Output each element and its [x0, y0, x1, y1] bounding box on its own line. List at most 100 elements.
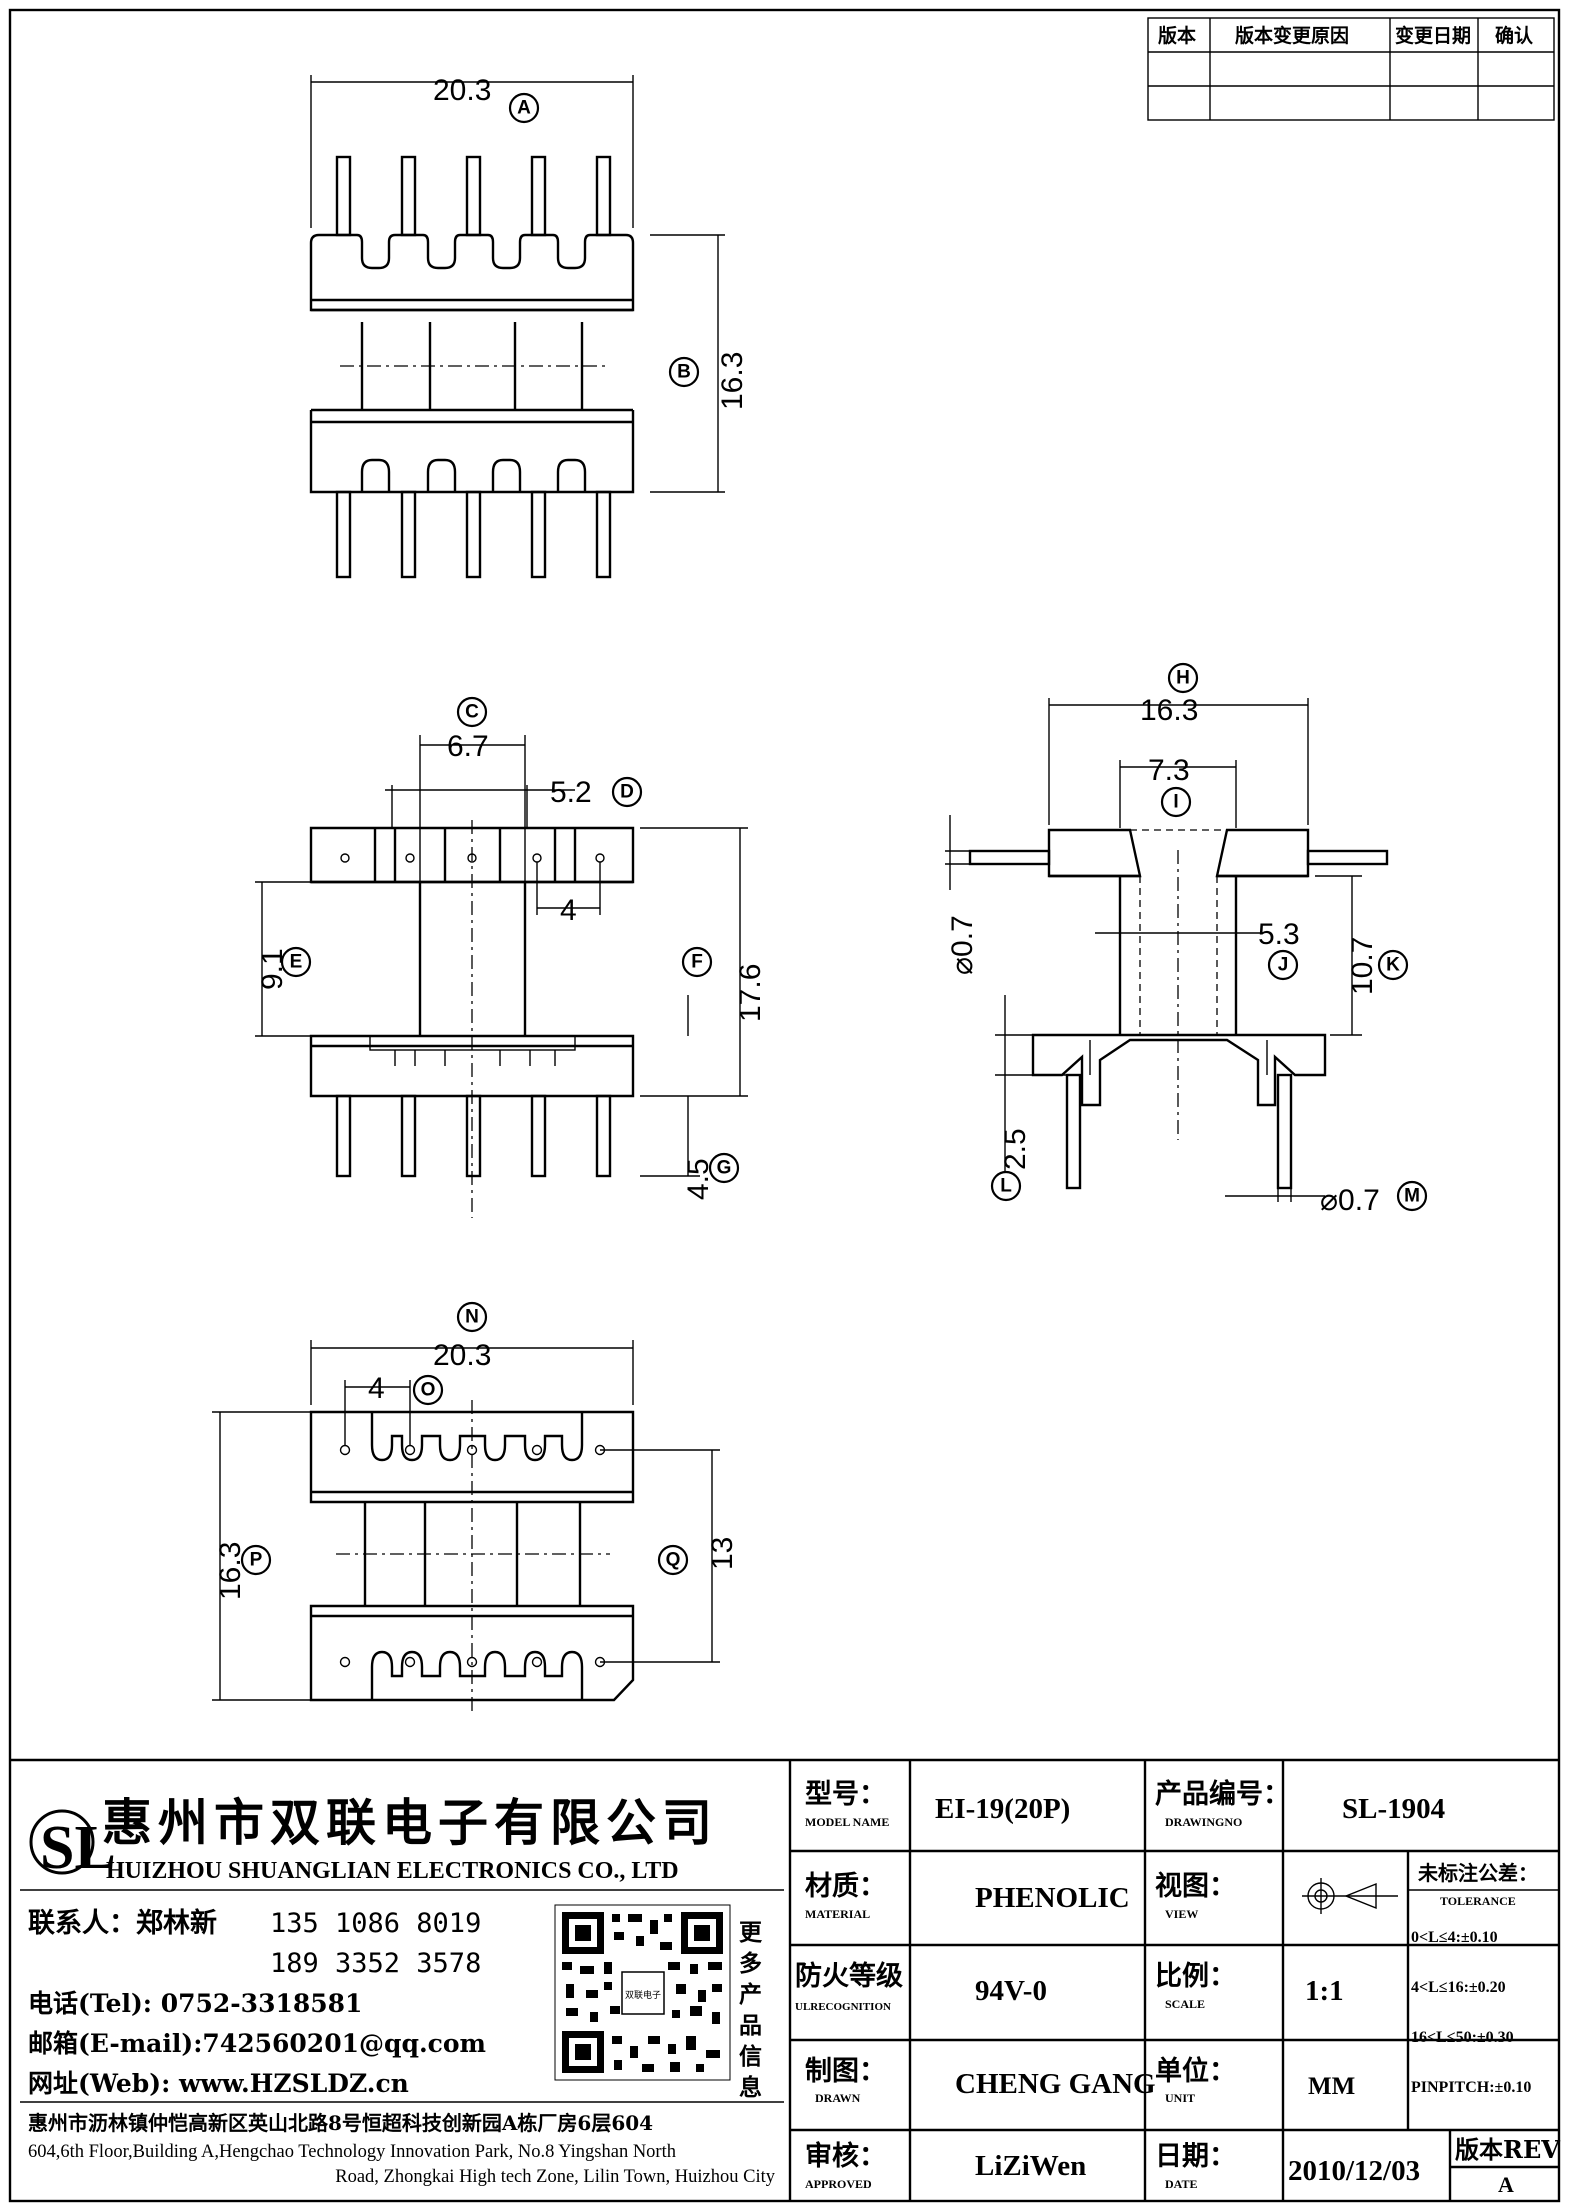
dim-d-value: 5.2 — [550, 776, 592, 809]
dim-c-value: 6.7 — [447, 730, 489, 763]
svg-text:A: A — [517, 98, 531, 119]
rev-header-date: 变更日期 — [1395, 24, 1471, 47]
drawn-label-en: DRAWN — [815, 2091, 861, 2105]
dim-h-marker: H — [1167, 662, 1199, 694]
material-label-cn: 材质： — [805, 1871, 886, 1902]
dim-i-value: 7.3 — [1148, 754, 1190, 787]
scale-value: 1:1 — [1305, 1975, 1344, 2007]
dim-a-marker: A — [508, 92, 540, 124]
scale-label-cn: 比例： — [1155, 1961, 1236, 1992]
model-label-cn: 型号： — [805, 1779, 886, 1810]
company-block: SL 惠州市双联电子有限公司 HUIZHOU SHUANGLIAN ELECTR… — [20, 1793, 784, 2187]
view-side-middle: 6.7 C 5.2 D 4 9.1 E 17.6 F 4.5 G — [255, 696, 767, 1218]
drawingno-label-cn: 产品编号： — [1155, 1778, 1290, 1810]
unit-label-cn: 单位： — [1155, 2055, 1236, 2087]
contact-person: 联系人：郑林新 — [28, 1907, 217, 1939]
svg-text:F: F — [691, 952, 703, 973]
svg-text:D: D — [620, 782, 634, 803]
dim-pitch-value: 4 — [560, 894, 577, 927]
tolerance-line-1: 0<L≤4:±0.10 — [1411, 1929, 1498, 1946]
tolerance-line-4: PINPITCH:±0.10 — [1411, 2079, 1531, 2096]
dim-p-marker: P — [240, 1544, 272, 1576]
rev-header-reason: 版本变更原因 — [1235, 24, 1349, 47]
dim-i-marker: I — [1160, 786, 1192, 818]
rev-label: 版本REV — [1455, 2135, 1560, 2164]
rev-value: A — [1498, 2172, 1514, 2197]
svg-text:K: K — [1386, 955, 1400, 976]
dim-n-value: 20.3 — [433, 1339, 491, 1372]
dim-k-marker: K — [1377, 949, 1409, 981]
drawing-frame — [8, 8, 1561, 2203]
svg-text:P: P — [250, 1550, 263, 1571]
logo-letters: SL — [40, 1814, 116, 1882]
dim-p-value: 16.3 — [214, 1542, 247, 1600]
scale-label-en: SCALE — [1165, 1997, 1205, 2011]
svg-text:Q: Q — [666, 1550, 681, 1571]
dim-q-value: 13 — [706, 1537, 739, 1570]
dim-b-value: 16.3 — [716, 352, 749, 410]
svg-text:E: E — [290, 952, 303, 973]
dim-o-value: 4 — [368, 1372, 385, 1405]
unit-value: MM — [1308, 2073, 1355, 2100]
tolerance-line-2: 4<L≤16:±0.20 — [1411, 1979, 1506, 1996]
drawn-label-cn: 制图： — [805, 2056, 886, 2087]
qr-center-label: 双联电子 — [625, 1989, 661, 2001]
dim-l-marker: L — [990, 1170, 1022, 1202]
view-end-right: 16.3 H 7.3 I 5.3 J 10.7 K ⌀0.7 2.5 L ⌀0.… — [945, 662, 1428, 1217]
date-value: 2010/12/03 — [1288, 2155, 1420, 2187]
dim-pin-dia-left: ⌀0.7 — [946, 915, 979, 975]
tolerance-label-en: TOLERANCE — [1440, 1894, 1516, 1908]
dim-n-marker: N — [456, 1301, 488, 1333]
view-label-cn: 视图： — [1155, 1871, 1236, 1902]
rev-header-confirm: 确认 — [1495, 24, 1533, 47]
svg-text:I: I — [1173, 792, 1178, 813]
contact-web: 网址(Web): www.HZSLDZ.cn — [28, 2069, 409, 2098]
drawingno-label-en: DRAWINGNO — [1165, 1815, 1242, 1829]
approved-label-cn: 审核： — [805, 2140, 886, 2172]
dim-c-marker: C — [456, 696, 488, 728]
svg-text:C: C — [465, 702, 479, 723]
qr-caption: 更多产品信息 — [735, 1920, 763, 2106]
ul-label-en: ULRECOGNITION — [795, 2001, 891, 2013]
contact-email: 邮箱(E-mail):742560201@qq.com — [28, 2029, 486, 2058]
address-en-line2: Road, Zhongkai High tech Zone, Lilin Tow… — [335, 2167, 775, 2187]
dim-k-value: 10.7 — [1346, 937, 1379, 995]
svg-text:H: H — [1176, 668, 1190, 689]
dim-j-marker: J — [1267, 949, 1299, 981]
drawingno-value: SL-1904 — [1342, 1793, 1445, 1825]
dim-e-marker: E — [280, 946, 312, 978]
ul-value: 94V-0 — [975, 1975, 1047, 2007]
model-value: EI-19(20P) — [935, 1793, 1070, 1825]
svg-text:J: J — [1278, 955, 1289, 976]
dim-j-value: 5.3 — [1258, 918, 1300, 951]
dim-l-value: 2.5 — [999, 1128, 1032, 1170]
unit-label-en: UNIT — [1165, 2091, 1195, 2105]
date-label-cn: 日期： — [1155, 2141, 1236, 2172]
view-front-top: 20.3 A 16.3 B — [309, 74, 749, 579]
dim-f-value: 17.6 — [734, 964, 767, 1022]
tolerance-label-cn: 未标注公差： — [1418, 1861, 1538, 1885]
view-top-bottom: 20.3 N 4 O 16.3 P 13 Q — [212, 1301, 739, 1715]
tolerance-line-3: 16<L≤50:±0.30 — [1411, 2029, 1514, 2046]
dim-m-marker: M — [1396, 1180, 1428, 1212]
svg-text:M: M — [1404, 1186, 1420, 1207]
dim-h-value: 16.3 — [1140, 694, 1198, 727]
title-block: 型号： MODEL NAME EI-19(20P) 产品编号： DRAWINGN… — [790, 1760, 1560, 2201]
material-value: PHENOLIC — [975, 1882, 1130, 1914]
view-label-en: VIEW — [1165, 1907, 1198, 1921]
svg-text:O: O — [421, 1380, 436, 1401]
dim-q-marker: Q — [657, 1544, 689, 1576]
contact-phone-1: 135 1086 8019 — [270, 1908, 481, 1939]
svg-text:N: N — [465, 1307, 479, 1328]
company-name-cn: 惠州市双联电子有限公司 — [102, 1793, 718, 1852]
dim-b-marker: B — [668, 356, 700, 388]
approved-label-en: APPROVED — [805, 2177, 872, 2191]
contact-phone-2: 189 3352 3578 — [270, 1948, 481, 1979]
svg-text:L: L — [1000, 1176, 1012, 1197]
company-name-en: HUIZHOU SHUANGLIAN ELECTRONICS CO., LTD — [106, 1858, 679, 1884]
dim-g-marker: G — [708, 1152, 740, 1184]
dim-o-marker: O — [412, 1374, 444, 1406]
contact-tel: 电话(Tel): 0752-3318581 — [28, 1989, 362, 2018]
dim-f-marker: F — [681, 946, 713, 978]
